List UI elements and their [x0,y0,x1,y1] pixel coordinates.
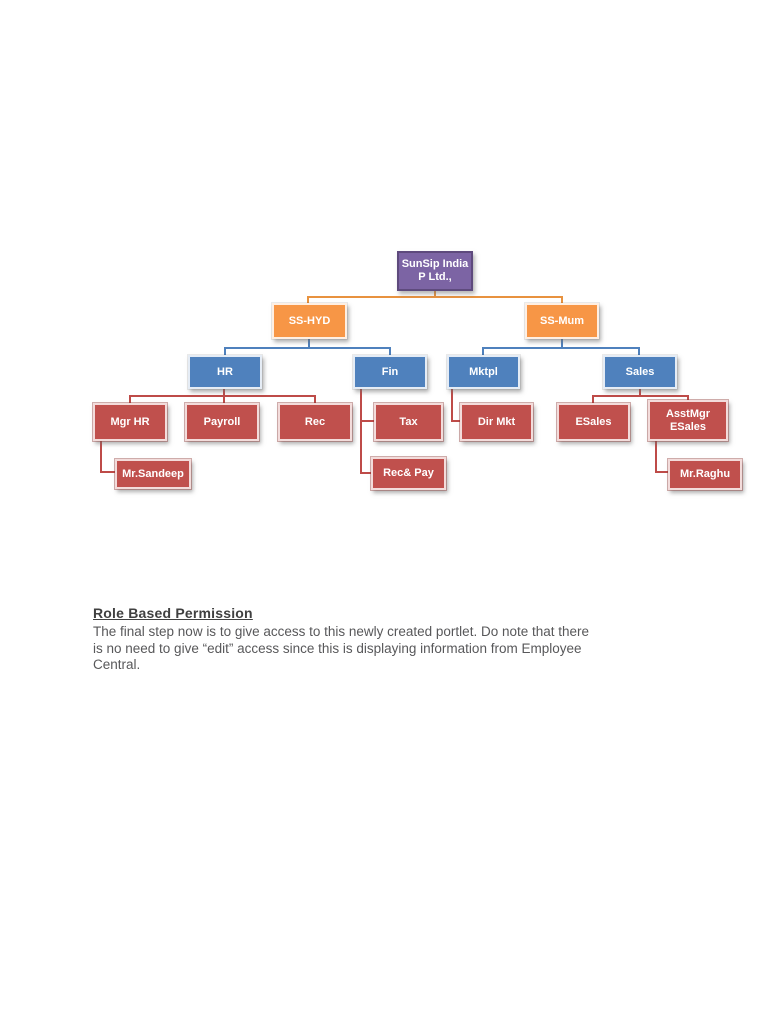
connector-red [592,395,594,403]
connector-red [360,420,374,422]
org-chart: SunSip India P Ltd., SS-HYD SS-Mum HR Fi… [92,251,743,491]
org-node-sales: Sales [603,355,677,389]
connector-blue [482,347,484,356]
section-body-line: Central. [93,657,141,672]
org-node-rec: Rec [277,402,353,442]
connector-red [655,441,657,473]
connector-orange [561,296,563,304]
connector-blue [308,339,310,348]
connector-blue [389,347,391,356]
connector-red [639,389,641,396]
connector-red [314,395,316,403]
connector-orange [307,296,563,298]
connector-red [100,441,102,473]
connector-red [129,395,316,397]
org-node-mr-raghu: Mr.Raghu [667,458,743,491]
org-node-mr-sandeep: Mr.Sandeep [114,458,192,490]
org-node-rec-pay: Rec& Pay [370,456,447,491]
connector-orange [434,291,436,298]
connector-blue [224,347,226,356]
connector-red [451,389,453,422]
org-node-ss-hyd: SS-HYD [272,303,347,339]
org-node-payroll: Payroll [184,402,260,442]
connector-red [100,471,115,473]
connector-red [687,395,689,400]
section-heading: Role Based Permission [93,605,253,621]
org-node-hr: HR [188,355,262,389]
connector-red [129,395,131,403]
connector-blue [561,339,563,348]
connector-blue [224,347,391,349]
role-based-permission-section: Role Based Permission The final step now… [93,605,683,674]
org-node-ss-mum: SS-Mum [525,303,599,339]
org-node-esales: ESales [556,402,631,442]
connector-red [592,395,689,397]
org-node-tax: Tax [373,402,444,442]
org-node-dir-mkt: Dir Mkt [459,402,534,442]
org-node-mktpl: Mktpl [447,355,520,389]
connector-red [655,471,668,473]
org-node-fin: Fin [353,355,427,389]
connector-blue [482,347,640,349]
connector-blue [638,347,640,356]
org-node-asstmgr-esales: AsstMgr ESales [647,399,729,442]
org-node-sunsip: SunSip India P Ltd., [397,251,473,291]
section-body-line: The final step now is to give access to … [93,624,590,639]
org-node-mgr-hr: Mgr HR [92,402,168,442]
connector-red [451,420,460,422]
section-body-line: is no need to give “edit” access since t… [93,640,582,656]
connector-red [360,472,371,474]
connector-red [360,389,362,474]
connector-orange [307,296,309,304]
